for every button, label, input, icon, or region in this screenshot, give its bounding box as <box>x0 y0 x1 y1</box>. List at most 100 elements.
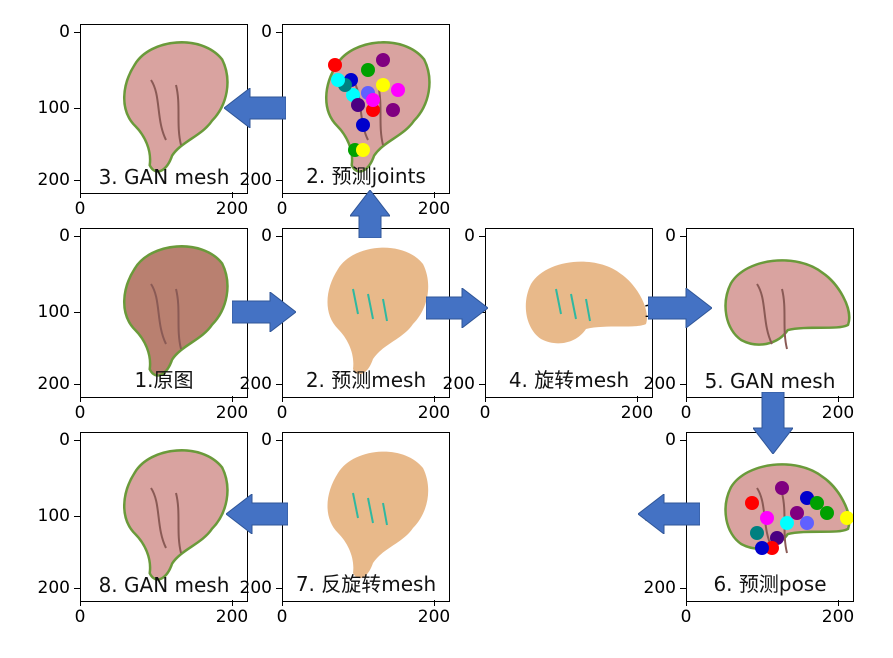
x-tick-label: 0 <box>276 403 288 423</box>
joint-marker <box>366 103 380 117</box>
joint-marker <box>755 541 769 555</box>
x-tick-label: 0 <box>680 403 692 423</box>
y-tick-label: 200 <box>239 578 272 598</box>
plot-frame: 8. GAN mesh <box>80 432 248 602</box>
joint-marker <box>780 516 794 530</box>
x-tick-label: 200 <box>417 403 451 423</box>
arrow-7-to-8 <box>226 494 288 534</box>
y-tick-label: 200 <box>37 374 70 394</box>
joint-marker <box>800 516 814 530</box>
hand-thumbnail <box>327 451 429 579</box>
panel-p2m: 2. 预测mesh01002000200 <box>240 227 451 422</box>
x-tick-label: 200 <box>215 403 249 423</box>
panel-caption: 8. GAN mesh <box>98 573 230 597</box>
joint-marker <box>840 511 853 525</box>
y-tick-label: 200 <box>643 578 676 598</box>
x-tick-label: 200 <box>620 403 654 423</box>
arrow-5-to-6 <box>753 392 793 454</box>
hand-image <box>327 451 429 579</box>
hand-thumbnail <box>325 41 431 173</box>
y-tick-label: 200 <box>239 170 272 190</box>
arrow-6-to-7 <box>638 494 700 534</box>
x-tick-label: 0 <box>74 403 86 423</box>
x-tick-label: 200 <box>417 607 451 627</box>
joint-marker <box>331 73 345 87</box>
x-tick-label: 200 <box>417 199 451 219</box>
plot-frame: 5. GAN mesh <box>686 228 854 398</box>
plot-frame: 1.原图 <box>80 228 248 398</box>
joint-marker <box>750 526 764 540</box>
y-tick-label: 200 <box>239 374 272 394</box>
arrow-1-to-2m <box>232 292 296 332</box>
hand-thumbnail <box>525 261 647 344</box>
plot-frame: 2. 预测mesh <box>282 228 450 398</box>
x-tick-label: 0 <box>479 403 491 423</box>
panel-caption: 3. GAN mesh <box>98 165 230 189</box>
y-tick-label: 0 <box>464 226 475 246</box>
joint-marker <box>376 78 390 92</box>
arrow-2j-to-3 <box>224 88 286 128</box>
x-tick-label: 200 <box>821 403 855 423</box>
joint-marker <box>356 143 370 157</box>
y-tick-label: 0 <box>261 430 272 450</box>
panel-caption: 4. 旋转mesh <box>508 368 630 392</box>
joint-marker <box>775 481 789 495</box>
x-tick-label: 0 <box>276 199 288 219</box>
panel-p6: 6. 预测pose01002000200 <box>644 431 855 626</box>
x-tick-label: 0 <box>276 607 288 627</box>
y-tick-label: 100 <box>37 302 70 322</box>
hand-thumbnail <box>123 41 229 173</box>
y-tick-label: 0 <box>59 430 70 450</box>
joint-marker <box>376 53 390 67</box>
arrow-2m-to-2j <box>350 190 390 238</box>
panel-caption: 1.原图 <box>134 368 194 392</box>
joint-marker <box>361 63 375 77</box>
y-tick-label: 0 <box>59 226 70 246</box>
y-tick-label: 200 <box>643 374 676 394</box>
joint-marker <box>366 93 380 107</box>
y-tick-label: 100 <box>37 506 70 526</box>
y-tick-label: 200 <box>442 374 475 394</box>
panel-p7: 7. 反旋转mesh01002000200 <box>240 431 451 626</box>
x-tick-label: 200 <box>215 199 249 219</box>
y-tick-label: 200 <box>37 578 70 598</box>
joint-marker <box>790 506 804 520</box>
joint-marker <box>351 98 365 112</box>
x-tick-label: 0 <box>74 199 86 219</box>
joint-marker <box>765 541 779 555</box>
joint-marker <box>386 103 400 117</box>
plot-frame: 3. GAN mesh <box>80 24 248 194</box>
x-tick-label: 200 <box>215 607 249 627</box>
hand-thumbnail <box>724 463 853 555</box>
plot-frame: 2. 预测joints <box>282 24 450 194</box>
y-tick-label: 0 <box>59 22 70 42</box>
y-tick-label: 100 <box>37 98 70 118</box>
joint-marker <box>810 496 824 510</box>
hand-image <box>726 261 848 344</box>
panel-caption: 2. 预测mesh <box>305 368 427 392</box>
panel-caption: 5. GAN mesh <box>704 369 836 393</box>
hand-thumbnail <box>327 247 429 375</box>
y-tick-label: 200 <box>37 170 70 190</box>
panel-p4: 4. 旋转mesh01002000200 <box>443 227 654 422</box>
hand-image <box>125 451 227 579</box>
panel-p2j: 2. 预测joints01002000200 <box>240 23 451 218</box>
y-tick-label: 0 <box>665 430 676 450</box>
joint-marker <box>745 496 759 510</box>
y-tick-label: 0 <box>261 22 272 42</box>
hand-thumbnail <box>724 259 851 350</box>
x-tick-label: 200 <box>821 607 855 627</box>
hand-image <box>327 247 429 375</box>
hand-image <box>125 43 227 171</box>
hand-thumbnail <box>123 449 229 581</box>
x-tick-label: 0 <box>680 607 692 627</box>
hand-image <box>125 247 227 375</box>
plot-frame: 6. 预测pose <box>686 432 854 602</box>
arrow-2m-to-4 <box>426 288 488 328</box>
joint-marker <box>391 83 405 97</box>
joint-marker <box>760 511 774 525</box>
hand-thumbnail <box>123 245 229 377</box>
